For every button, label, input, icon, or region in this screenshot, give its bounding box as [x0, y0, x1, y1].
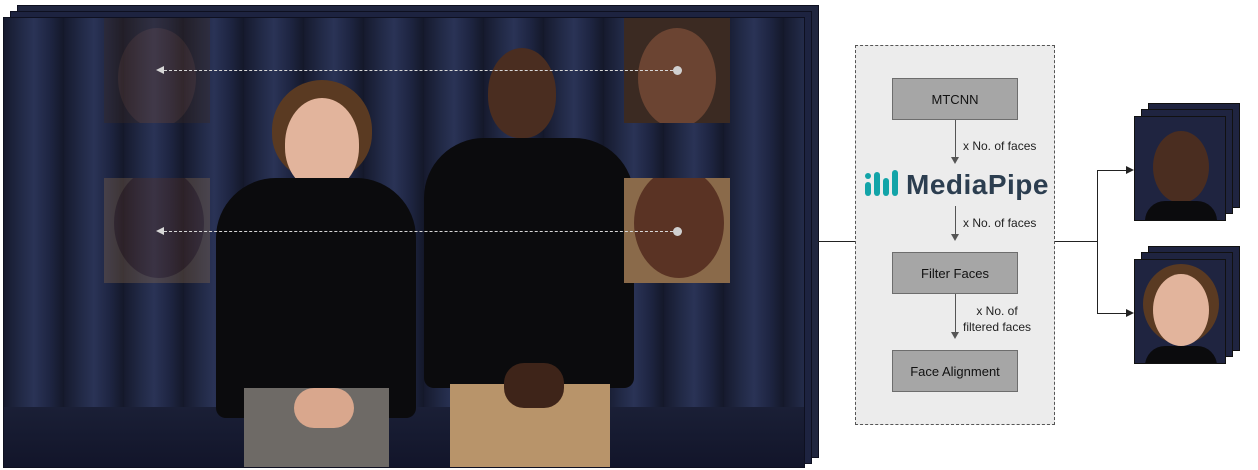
man-torso	[424, 138, 634, 388]
note-after-filter-line2: filtered faces	[963, 320, 1032, 334]
step-filter-faces: Filter Faces	[892, 252, 1018, 294]
tracking-arrow-top-line	[164, 70, 678, 71]
tracking-arrow-bottom-line	[164, 231, 678, 232]
note-after-filter: x No. of filtered faces	[963, 303, 1031, 335]
mediapipe-wordmark: MediaPipe	[906, 169, 1049, 200]
connector-output-top-head	[1126, 166, 1134, 174]
connector-output-bottom	[1097, 313, 1127, 314]
tracking-arrow-top-origin	[673, 66, 682, 75]
connector-output-top	[1097, 170, 1127, 171]
man-face	[488, 48, 556, 138]
step-face-alignment: Face Alignment	[892, 350, 1018, 392]
arrow-mediapipe-to-filter	[955, 206, 956, 234]
output-face-man	[1134, 116, 1226, 221]
output-face-woman	[1134, 259, 1226, 364]
tracking-arrow-top-head	[156, 66, 164, 74]
arrow-filter-to-alignment-head	[951, 332, 959, 339]
tracking-arrow-bottom-origin	[673, 227, 682, 236]
connector-output	[1055, 241, 1097, 242]
mediapipe-icon	[865, 170, 898, 196]
note-after-mediapipe: x No. of faces	[963, 216, 1037, 230]
woman-hands	[294, 388, 354, 428]
arrow-mediapipe-to-filter-head	[951, 234, 959, 241]
note-after-filter-line1: x No. of	[976, 304, 1018, 318]
man-hands	[504, 363, 564, 408]
connector-input	[818, 241, 855, 242]
step-mtcnn: MTCNN	[892, 78, 1018, 120]
woman-face	[285, 98, 359, 190]
note-after-mtcnn: x No. of faces	[963, 139, 1037, 153]
arrow-mtcnn-to-mediapipe-head	[951, 157, 959, 164]
connector-output-branch	[1097, 170, 1098, 313]
arrow-mtcnn-to-mediapipe	[955, 120, 956, 157]
tracking-arrow-bottom-head	[156, 227, 164, 235]
connector-output-bottom-head	[1126, 309, 1134, 317]
mediapipe-logo: MediaPipe	[864, 166, 1054, 204]
arrow-filter-to-alignment	[955, 294, 956, 332]
woman-torso	[216, 178, 416, 418]
